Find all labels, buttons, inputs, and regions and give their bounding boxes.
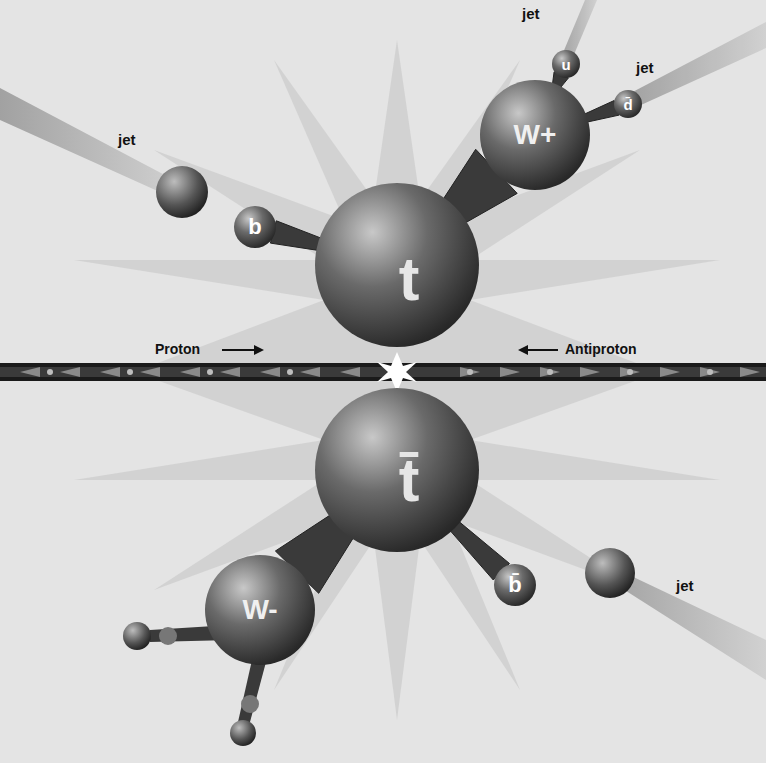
particle-symbol: b	[248, 216, 261, 238]
particle-sphere: t	[315, 183, 479, 347]
particle-symbol: W-	[242, 596, 277, 624]
particle-label: Antiproton	[565, 342, 637, 357]
particle-symbol: b̄	[508, 574, 521, 596]
particle-label: Proton	[155, 342, 200, 357]
decay-cone	[270, 221, 321, 251]
particle-sphere: d̄	[614, 90, 642, 118]
particle-symbol: t̄	[399, 449, 420, 511]
particle-symbol: t	[399, 248, 420, 310]
particle-symbol: u	[561, 57, 570, 72]
particle-symbol: d̄	[623, 97, 632, 112]
particle-label: jet	[676, 578, 694, 595]
particle-symbol: W+	[514, 121, 557, 149]
particle-label: jet	[118, 132, 136, 149]
jet-cone	[0, 0, 766, 680]
particle-sphere: b	[234, 206, 276, 248]
particle-label: jet	[636, 60, 654, 77]
particle-sphere: u	[552, 50, 580, 78]
particle-sphere: W-	[205, 555, 315, 665]
particle-sphere: t̄	[315, 388, 479, 552]
particle-sphere: b̄	[494, 564, 536, 606]
particle-label: jet	[522, 6, 540, 23]
particle-sphere: W+	[480, 80, 590, 190]
beam-pipe	[0, 352, 766, 392]
